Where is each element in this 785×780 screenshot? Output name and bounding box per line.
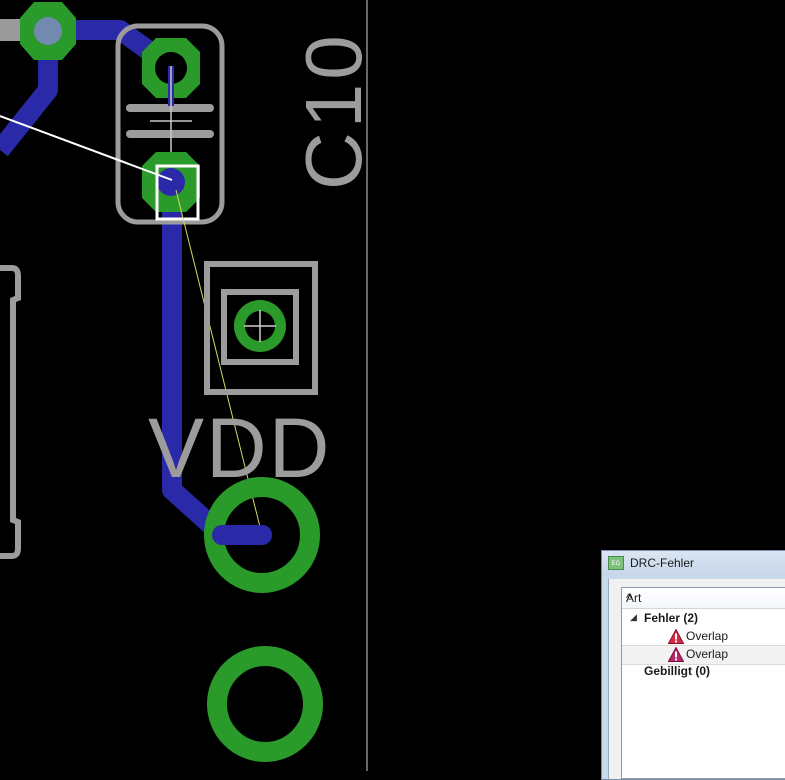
tree-item-overlap[interactable]: Overlap bbox=[622, 628, 785, 646]
net-label-vdd: VDD bbox=[148, 401, 332, 495]
vdd-pad-square[interactable] bbox=[221, 289, 299, 365]
silkscreen-left-outline bbox=[0, 265, 21, 559]
tree-group-label: Fehler (2) bbox=[644, 611, 699, 625]
component-label-c10: C10 bbox=[289, 31, 378, 190]
round-pad-2[interactable] bbox=[207, 646, 323, 762]
c10-outline bbox=[115, 23, 225, 225]
sort-ascending-icon: ^ bbox=[626, 591, 632, 605]
tree-group-label: Gebilligt (0) bbox=[644, 664, 710, 678]
tree-item-label: Overlap bbox=[686, 647, 729, 661]
c10-pad-2-hole bbox=[157, 168, 185, 196]
drc-dialog-title: DRC-Fehler bbox=[630, 556, 695, 570]
pad-top-left-hole bbox=[34, 17, 62, 45]
column-header-art[interactable]: ^ Art bbox=[622, 588, 785, 609]
drc-overlap-highlight[interactable] bbox=[155, 164, 200, 221]
tree-item-overlap-selected[interactable]: Overlap bbox=[622, 645, 785, 665]
eagle-app-icon: EG bbox=[608, 556, 624, 570]
tree-group-fehler[interactable]: ◢ Fehler (2) bbox=[622, 610, 785, 628]
warning-icon bbox=[668, 629, 684, 644]
drc-error-tree[interactable]: ^ Art ◢ Fehler (2) Overlap bbox=[621, 587, 785, 779]
column-header-label: Art bbox=[626, 591, 642, 605]
trace-stub-left bbox=[0, 19, 26, 41]
drc-titlebar[interactable]: EG DRC-Fehler bbox=[602, 551, 785, 575]
vdd-outline bbox=[204, 261, 318, 395]
airwire-yellow bbox=[175, 189, 263, 536]
warning-icon bbox=[668, 647, 684, 662]
drc-dialog[interactable]: EG DRC-Fehler ^ Art ◢ Fehler (2) Overlap bbox=[601, 550, 785, 780]
drc-client-area: ^ Art ◢ Fehler (2) Overlap bbox=[608, 579, 785, 779]
expand-triangle-icon[interactable]: ◢ bbox=[630, 612, 637, 622]
airwire-white bbox=[0, 115, 173, 181]
tree-group-gebilligt[interactable]: Gebilligt (0) bbox=[622, 663, 785, 681]
tree-item-label: Overlap bbox=[686, 629, 729, 643]
